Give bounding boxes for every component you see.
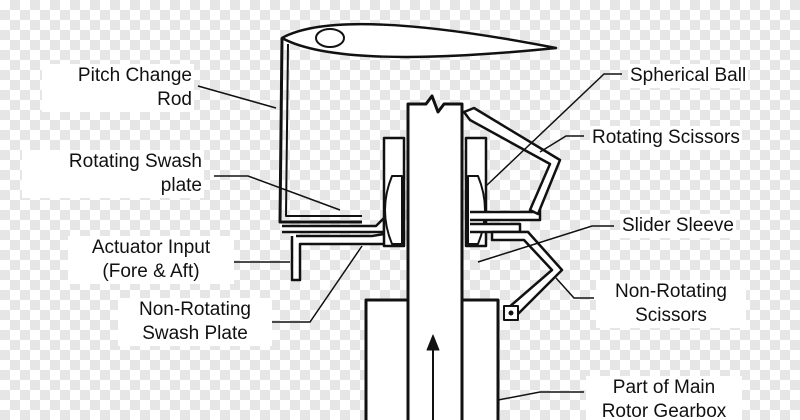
non-rotating-scissors bbox=[490, 230, 564, 318]
non-rotating-swash-plate bbox=[290, 230, 398, 282]
label-non-rotating-swash-plate: Non-Rotating Swash Plate bbox=[118, 298, 272, 346]
rotating-scissors bbox=[462, 106, 562, 216]
leader-pitch-change-rod bbox=[197, 85, 277, 109]
rotating-swash-plate bbox=[282, 216, 386, 234]
leader-spherical-ball bbox=[485, 73, 622, 187]
scissor-pivot-pin bbox=[508, 310, 514, 316]
leader-non-rotating-swash-plate bbox=[270, 245, 363, 323]
label-slider-sleeve: Slider Sleeve bbox=[620, 214, 736, 238]
spherical-ball-right bbox=[467, 175, 486, 245]
leader-rotating-scissors bbox=[539, 135, 584, 153]
label-part-of-main-rotor-gearbox: Part of Main Rotor Gearbox bbox=[586, 376, 742, 420]
rotor-blade bbox=[280, 22, 558, 59]
leader-gearbox bbox=[497, 391, 584, 401]
label-rotating-scissors: Rotating Scissors bbox=[590, 126, 742, 150]
main-rotor-shaft bbox=[406, 94, 464, 420]
leader-non-rotating-scissors bbox=[555, 277, 594, 299]
spherical-ball-left bbox=[384, 175, 403, 245]
blade-root bbox=[315, 28, 345, 48]
pitch-change-rod-inner bbox=[285, 43, 362, 217]
leader-slider-sleeve bbox=[477, 225, 614, 263]
label-actuator-input: Actuator Input (Fore & Aft) bbox=[68, 236, 234, 284]
pitch-change-rod bbox=[278, 37, 362, 224]
leader-rotating-swash-plate bbox=[214, 175, 341, 211]
label-spherical-ball: Spherical Ball bbox=[628, 64, 749, 88]
label-pitch-change-rod: Pitch Change Rod bbox=[42, 64, 194, 112]
label-non-rotating-scissors: Non-Rotating Scissors bbox=[596, 280, 746, 328]
label-rotating-swash-plate: Rotating Swash plate bbox=[22, 150, 204, 198]
shaft-arrow-head bbox=[426, 334, 440, 351]
